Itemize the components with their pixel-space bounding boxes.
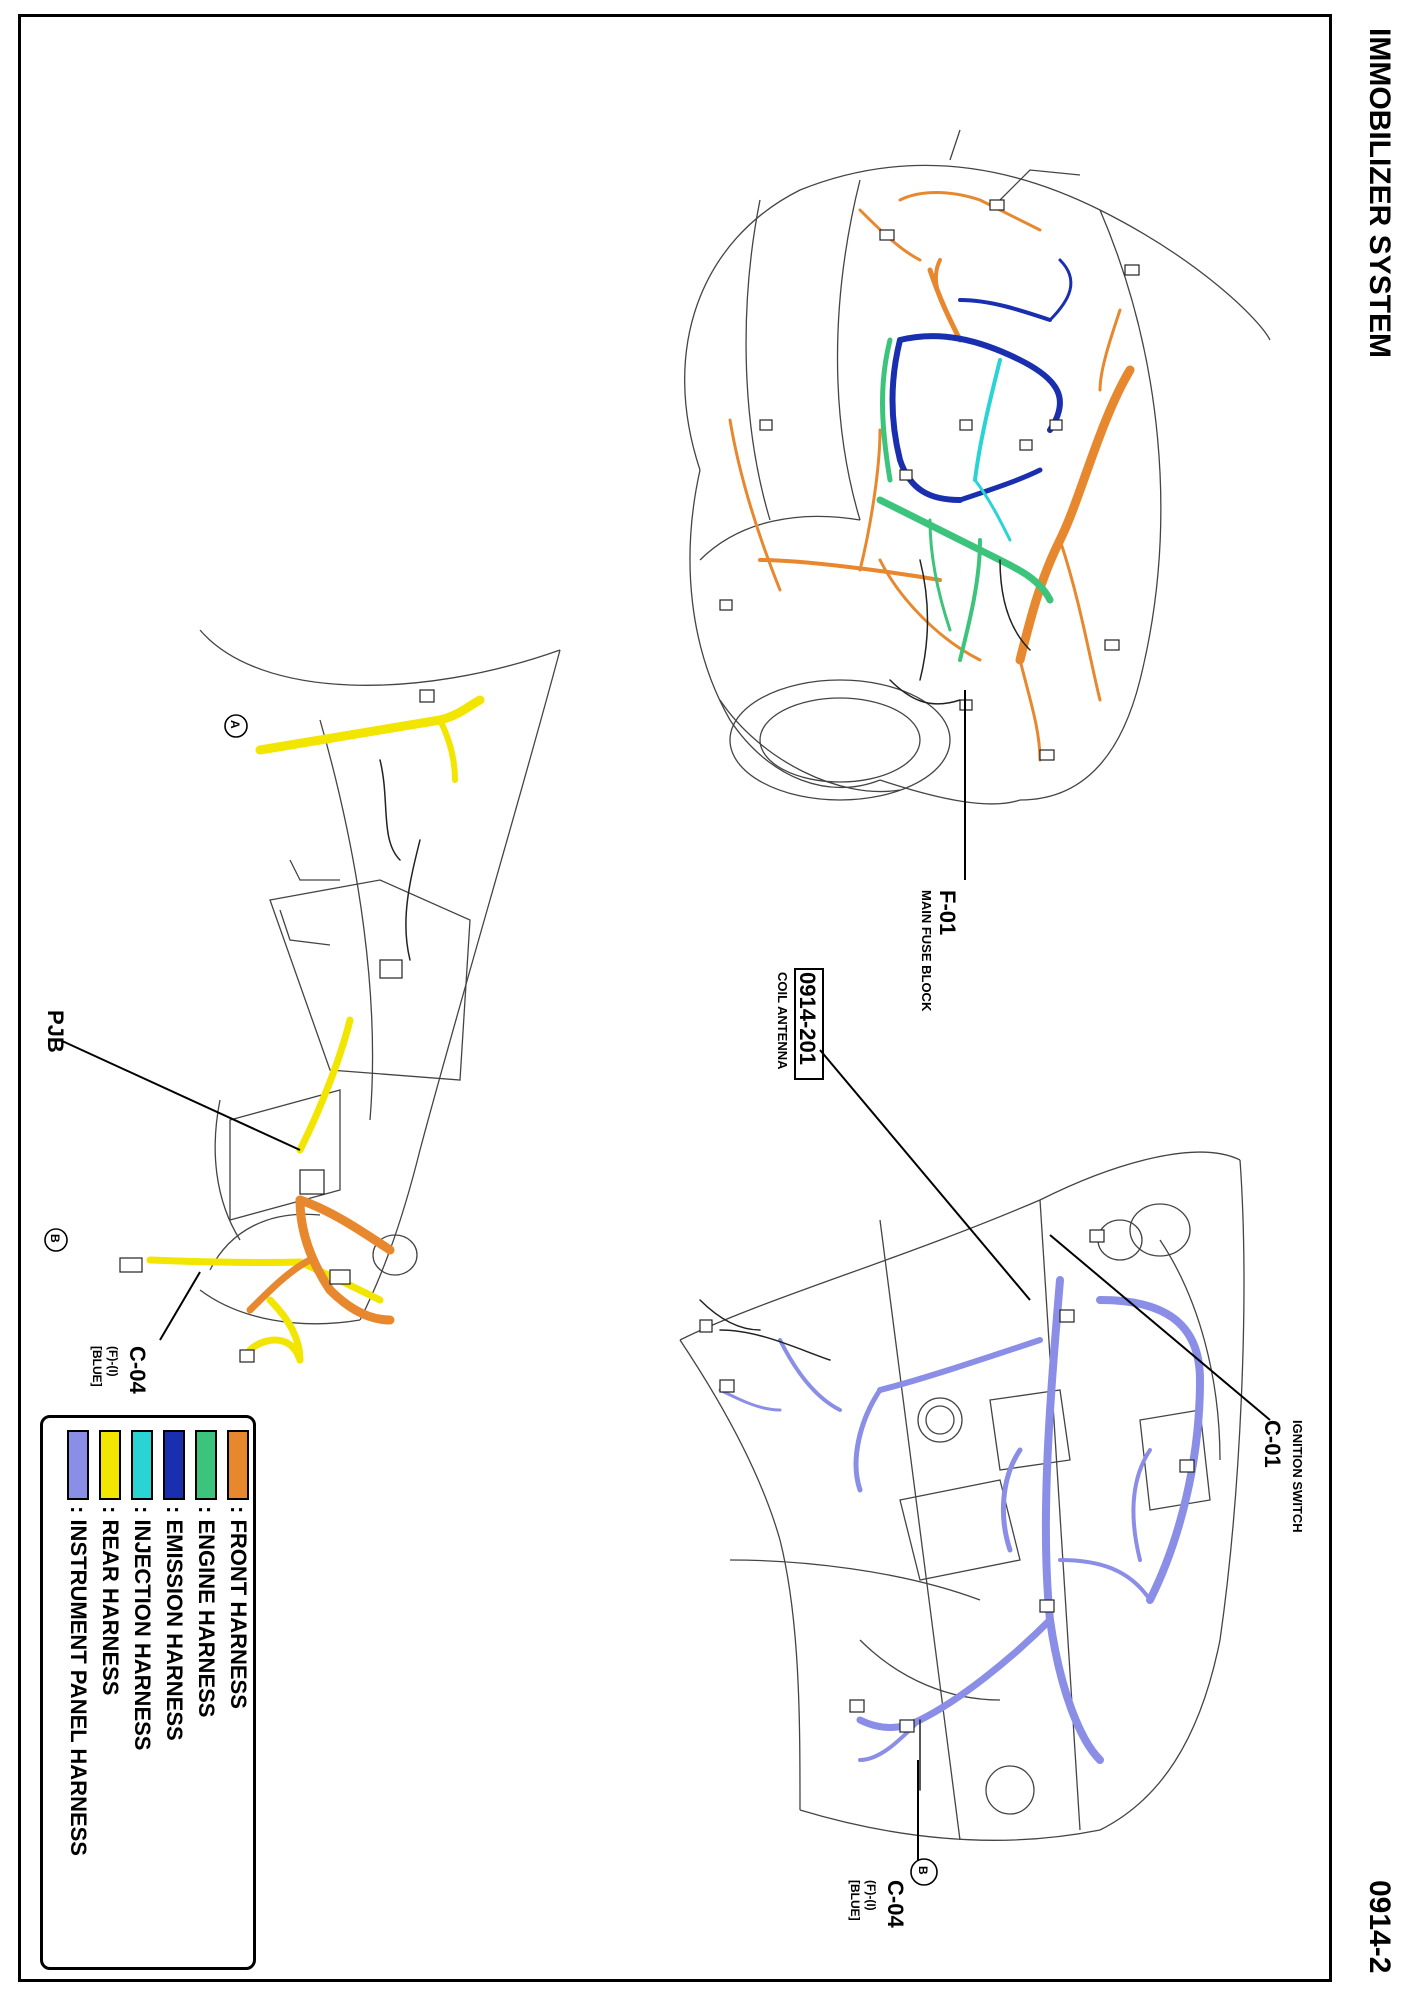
harness-legend: : FRONT HARNESS : ENGINE HARNESS : EMISS… [40,1415,256,1970]
engine-harness-wires [876,337,1054,662]
swatch-green-icon [195,1430,217,1500]
c04-panel-color: [BLUE] [848,1880,862,1921]
c01-code: C-01 [1260,1420,1285,1468]
legend-instrument: : INSTRUMENT PANEL HARNESS [66,1506,91,1856]
coil-antenna-name: COIL ANTENNA [775,972,790,1070]
legend-front: : FRONT HARNESS [226,1506,251,1709]
c01-name: IGNITION SWITCH [1290,1420,1305,1533]
connectors [119,199,1195,1733]
diagram-frame [18,14,1332,1982]
marker-a: A [228,720,242,729]
rear-front-harness-wires [246,1195,395,1325]
swatch-cyan-icon [131,1430,153,1500]
front-harness-wires [728,191,1135,762]
swatch-lavender-icon [67,1430,89,1500]
circle-markers [44,714,938,1886]
swatch-orange-icon [227,1430,249,1500]
legend-injection: : INJECTION HARNESS [130,1506,155,1751]
engine-compartment-outline [684,129,1271,805]
rear-harness-wires [146,695,485,1364]
legend-engine: : ENGINE HARNESS [194,1506,219,1718]
f01-code: F-01 [935,890,960,936]
marker-b-panel: B [916,1866,930,1875]
legend-rear: : REAR HARNESS [98,1506,123,1696]
panel-misc-wires [699,1299,921,1791]
rear-body-outline [199,629,561,1325]
misc-wires [379,559,1031,961]
legend-emission: : EMISSION HARNESS [162,1506,187,1741]
injection-harness-wires [973,358,1012,542]
c04-rear-sub: (F)-(I) [106,1346,120,1377]
c04-rear-color: [BLUE] [90,1346,104,1387]
coil-antenna-box [794,968,824,1080]
c04-panel-code: C-04 [883,1880,908,1928]
instrument-panel-harness-wires [718,1276,1204,1764]
swatch-yellow-icon [99,1430,121,1500]
emission-harness-wires [889,258,1073,503]
pjb-label: PJB [43,1010,68,1053]
instrument-panel-outline [679,1151,1245,1842]
callout-leaders [59,690,1271,1860]
swatch-blue-icon [163,1430,185,1500]
c04-rear-code: C-04 [125,1346,150,1394]
marker-b: B [48,1234,62,1243]
f01-name: MAIN FUSE BLOCK [919,890,934,1012]
c04-panel-sub: (F)-(I) [864,1880,878,1911]
coil-antenna-code: 0914-201 [795,972,820,1065]
